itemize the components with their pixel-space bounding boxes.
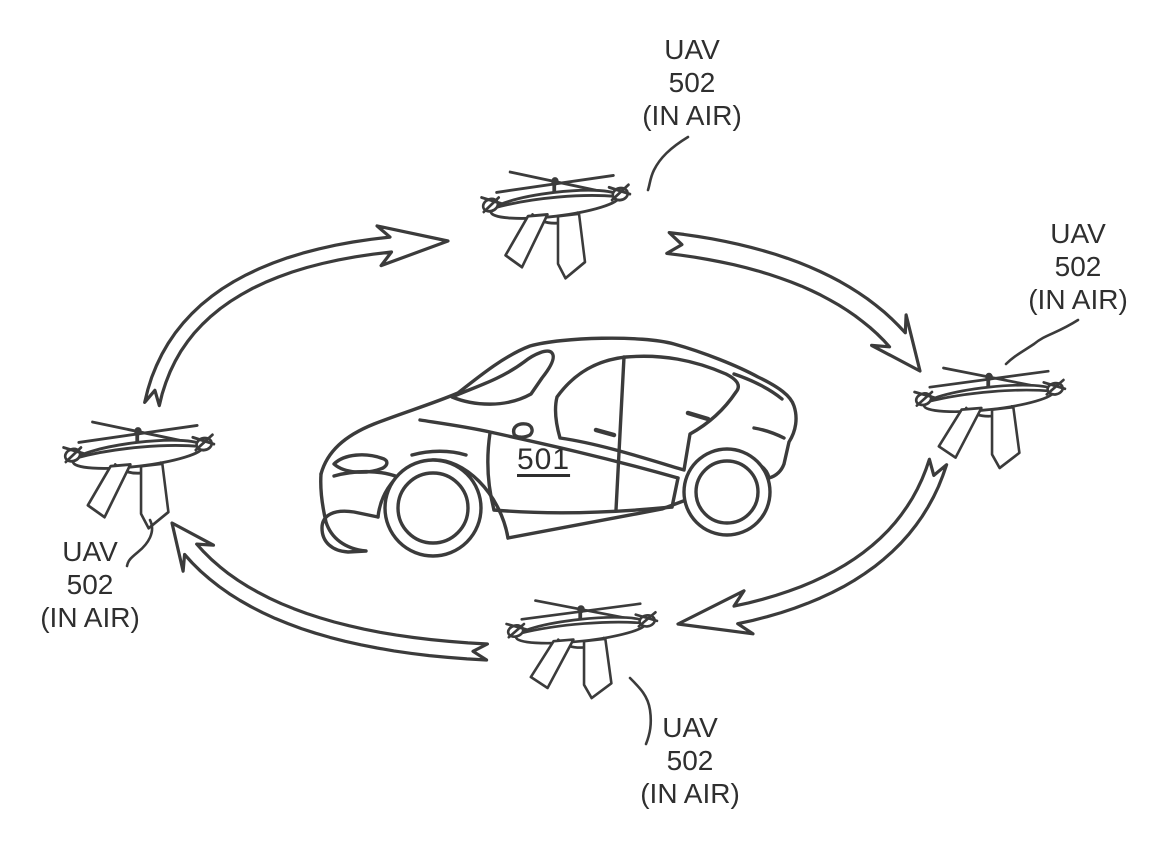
leader-line-top [646, 135, 690, 192]
flow-arrows [143, 224, 949, 662]
leader-line-left [125, 518, 154, 568]
car-front-bumper [319, 472, 380, 554]
uav-label-left: UAV 502 (IN AIR) [0, 535, 180, 634]
leader-line-bottom [628, 676, 653, 746]
uav-label-top: UAV 502 (IN AIR) [602, 33, 782, 132]
car-front-door-seam [486, 431, 496, 512]
car-fender-crease [410, 449, 468, 457]
uav-label-line: (IN AIR) [40, 602, 140, 633]
uav-label-line: (IN AIR) [642, 100, 742, 131]
car-rear-door-handle [685, 410, 711, 422]
car-headlight [332, 453, 389, 474]
curved-arrow-bottom-to-left [170, 521, 489, 662]
uav-label-line: UAV [662, 712, 718, 743]
uav-label-line: 502 [1054, 251, 1102, 282]
car-side-glass [553, 354, 740, 472]
curved-arrow-top-to-right [665, 231, 922, 373]
car-side-mirror [511, 422, 534, 439]
car-front-wheel-rim [396, 471, 470, 545]
uav-label-right: UAV 502 (IN AIR) [988, 217, 1158, 316]
car-rear-door-seam [670, 476, 680, 509]
uav-drone-left [64, 422, 214, 528]
car-beltline [418, 418, 680, 480]
uav-label-bottom: UAV 502 (IN AIR) [600, 711, 780, 810]
car-cpillar-seam [732, 372, 784, 401]
curved-arrow-left-to-top [143, 224, 450, 408]
uav-label-line: UAV [1050, 218, 1106, 249]
car-bumper-crease [332, 469, 400, 479]
uav-label-line: UAV [62, 536, 118, 567]
car-ref-label: 501 [517, 443, 571, 476]
car-front-door-handle [593, 427, 617, 438]
leader-line-right [1004, 318, 1080, 366]
uav-label-line: (IN AIR) [1028, 284, 1128, 315]
car-rear-bumper-seam [752, 426, 786, 440]
car-illustration [319, 336, 798, 558]
uav-label-line: 502 [666, 745, 714, 776]
uav-label-line: UAV [664, 34, 720, 65]
uav-label-line: 502 [668, 67, 716, 98]
uav-drone-top [482, 172, 631, 278]
car-b-pillar [614, 355, 626, 512]
uav-label-line: 502 [66, 569, 114, 600]
car-windshield [450, 349, 555, 406]
car-door-bottom-line [492, 505, 674, 515]
uav-drone-right [915, 368, 1065, 468]
uav-label-line: (IN AIR) [640, 778, 740, 809]
car-rear-wheel-rim [694, 459, 760, 525]
car-body-outline [319, 336, 798, 480]
curved-arrow-right-to-bottom [676, 457, 949, 636]
